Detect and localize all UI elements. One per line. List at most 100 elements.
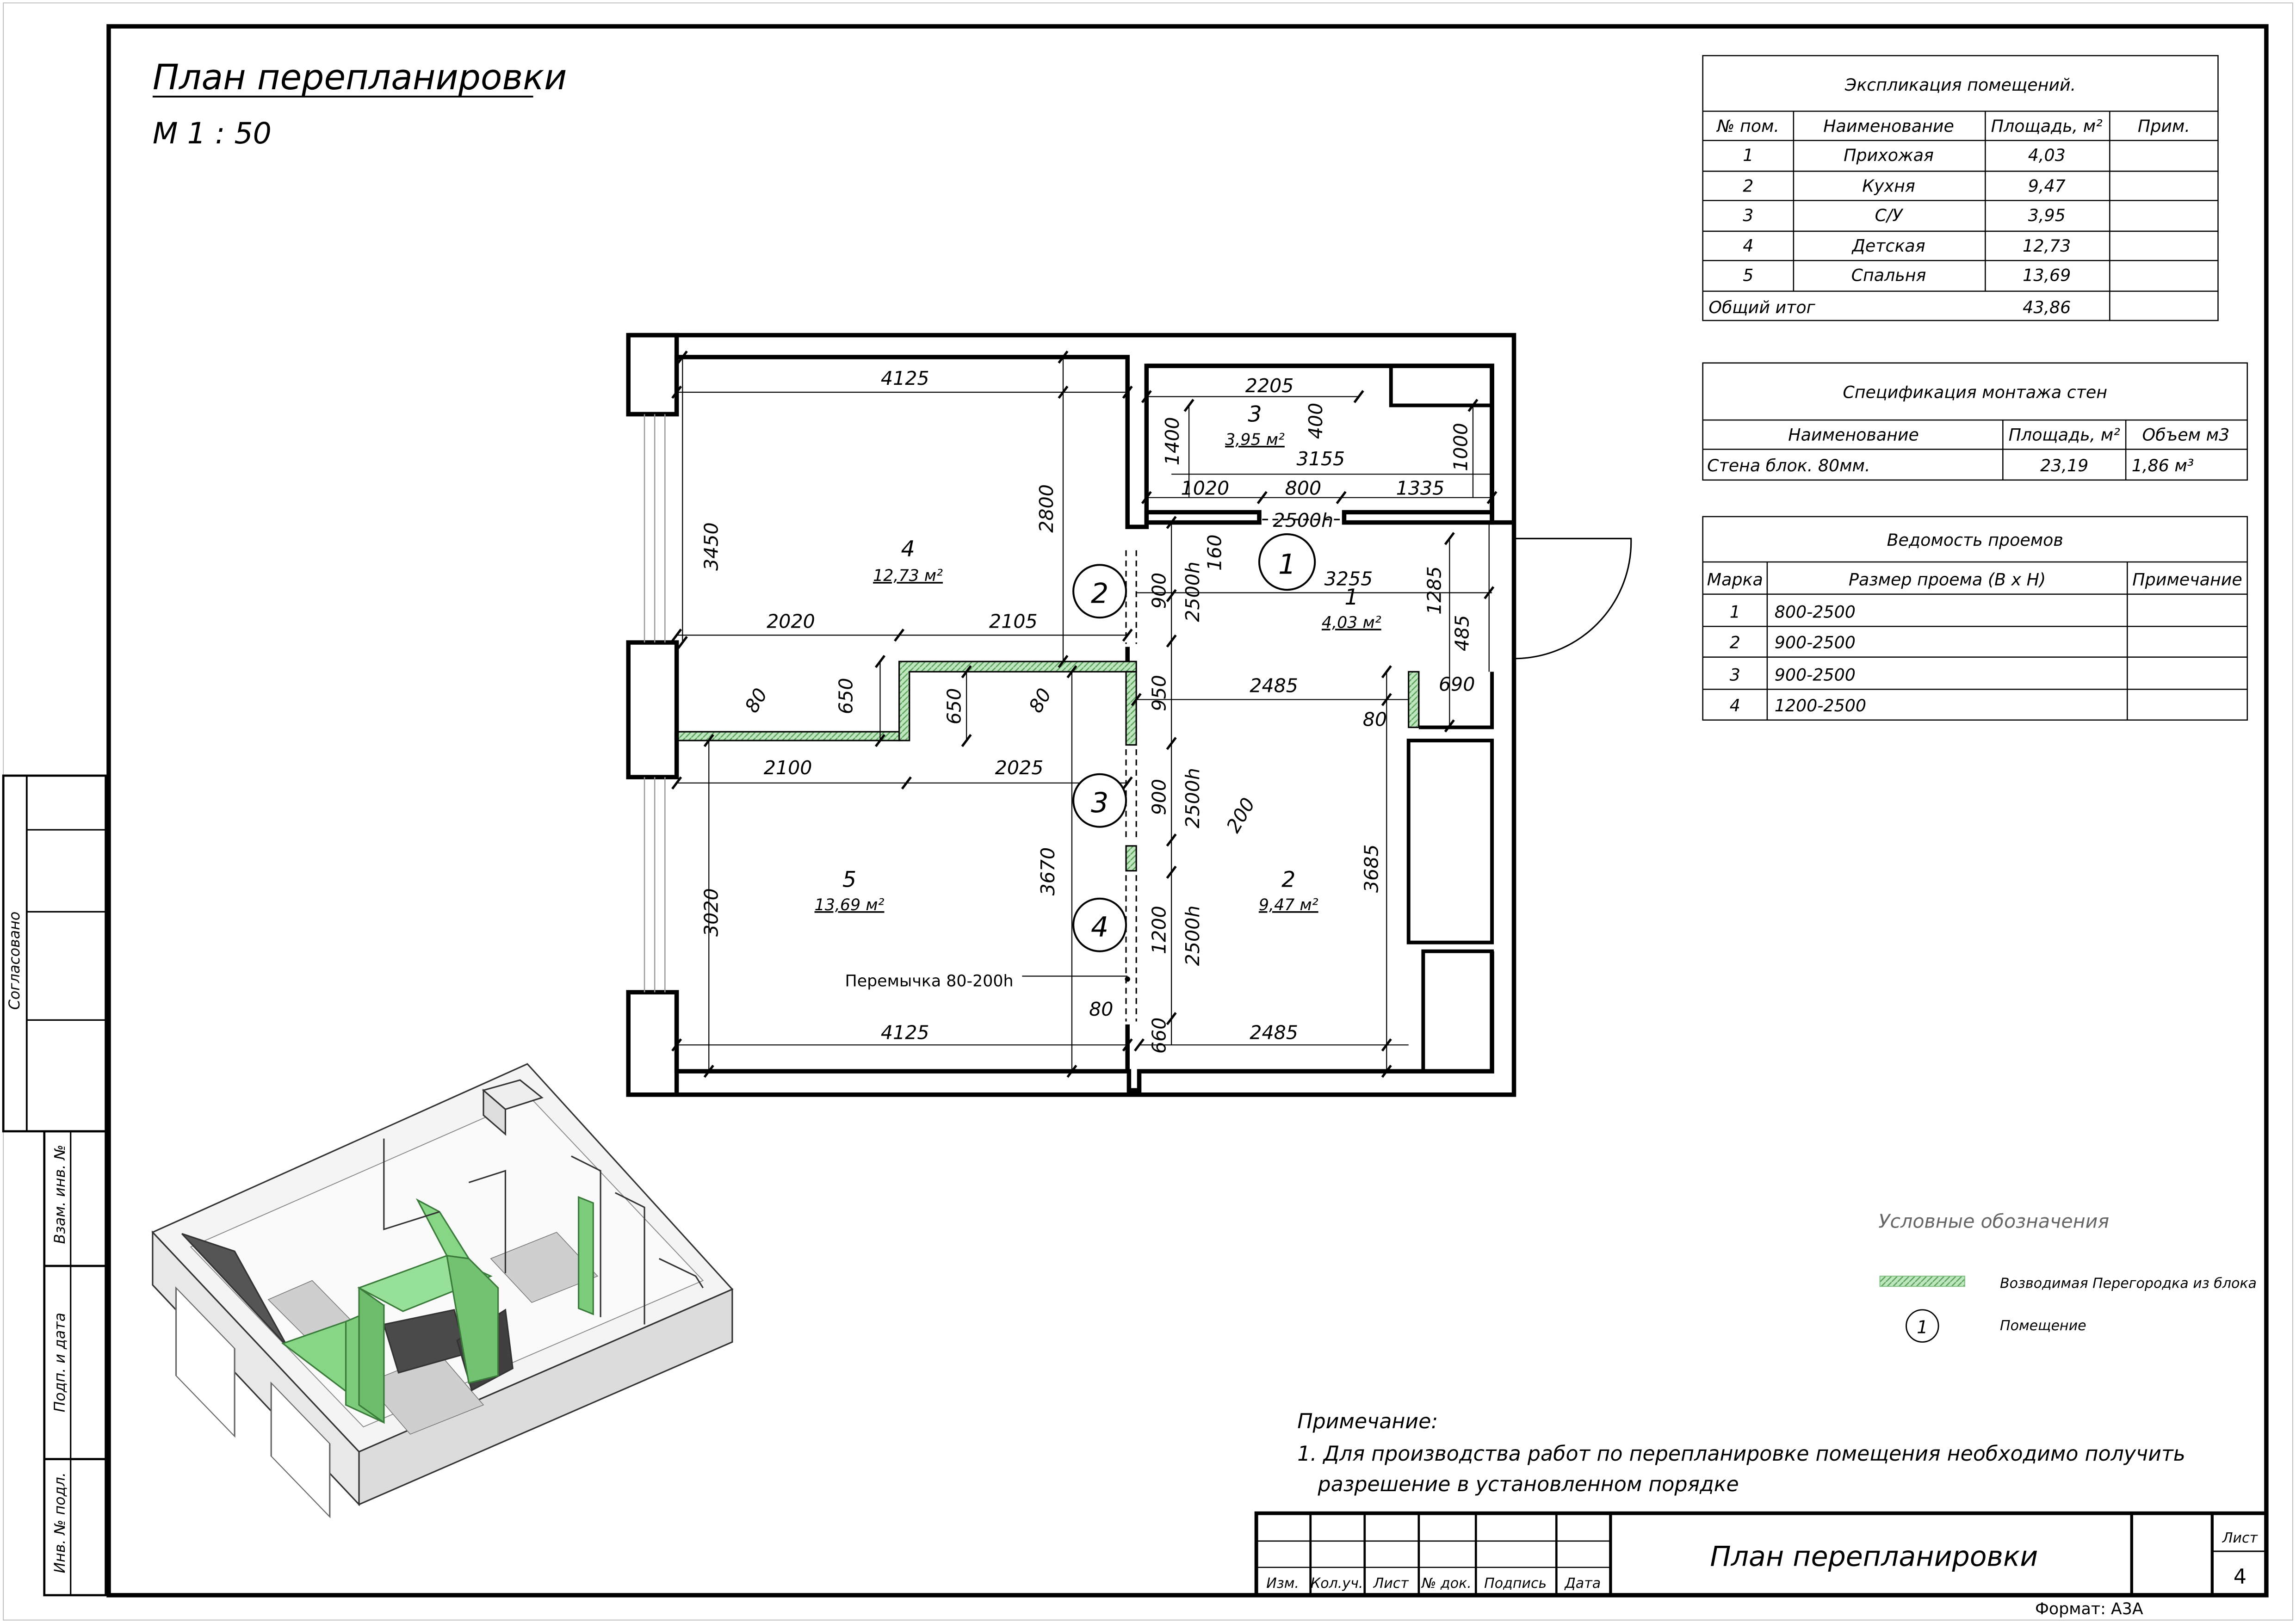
svg-text:1285: 1285 <box>1423 566 1445 615</box>
svg-text:Площадь, м²: Площадь, м² <box>2009 425 2120 444</box>
side-label-replace-inv: Взам. инв. № <box>52 1145 68 1244</box>
svg-text:650: 650 <box>835 678 857 715</box>
window-left-top <box>644 414 666 643</box>
svg-text:2500h: 2500h <box>1182 768 1204 828</box>
svg-text:Объем м3: Объем м3 <box>2142 425 2229 444</box>
dimension-lines <box>676 357 1492 1072</box>
svg-text:80: 80 <box>741 685 772 716</box>
svg-text:900-2500: 900-2500 <box>1775 633 1856 653</box>
svg-text:2025: 2025 <box>995 757 1044 779</box>
drawing-frame <box>106 24 2269 1598</box>
lintel-label: Перемычка 80-200h <box>845 972 1014 991</box>
svg-text:Кухня: Кухня <box>1862 176 1915 196</box>
svg-text:3670: 3670 <box>1037 847 1059 896</box>
svg-text:№ пом.: № пом. <box>1716 116 1779 136</box>
room-1-area: 4,03 м² <box>1322 613 1381 632</box>
room-1-number: 1 <box>1344 585 1358 610</box>
svg-text:Наименование: Наименование <box>1823 116 1954 136</box>
svg-text:3450: 3450 <box>700 522 722 571</box>
svg-text:2105: 2105 <box>989 610 1038 632</box>
partition-new-2 <box>1125 671 1137 746</box>
svg-text:Изм.: Изм. <box>1266 1575 1299 1592</box>
door-mark-1: 1 <box>1258 533 1316 591</box>
note-line-2: разрешение в установленном порядке <box>1318 1473 1739 1496</box>
room-5-area: 13,69 м² <box>815 896 885 914</box>
wall-pier-top <box>626 333 679 417</box>
svg-text:2500h: 2500h <box>1182 906 1204 966</box>
format-label: Формат: А3А <box>2035 1600 2143 1618</box>
svg-text:2800: 2800 <box>1035 484 1058 533</box>
entrance-door-swing <box>1514 537 1632 660</box>
svg-text:900: 900 <box>1148 779 1170 815</box>
svg-text:4: 4 <box>1091 911 1108 944</box>
page-title: План перепланировки <box>153 57 567 98</box>
title-block <box>1254 1511 2268 1597</box>
svg-text:2500h: 2500h <box>1182 562 1204 622</box>
partition-new-3 <box>1125 845 1137 872</box>
legend-partition-label: Возводимая Перегородка из блока <box>2000 1275 2257 1291</box>
svg-text:№ док.: № док. <box>1421 1575 1472 1592</box>
svg-text:3255: 3255 <box>1324 568 1373 590</box>
side-label-inv-number: Инв. № подл. <box>52 1472 68 1573</box>
svg-text:200: 200 <box>1222 794 1260 837</box>
sheet-label: Лист <box>2222 1530 2259 1546</box>
svg-text:3,95: 3,95 <box>2028 205 2066 225</box>
svg-text:1200-2500: 1200-2500 <box>1775 696 1866 716</box>
svg-text:950: 950 <box>1148 675 1170 711</box>
walls-spec-text: Спецификация монтажа стен Наименование П… <box>1707 383 2229 475</box>
svg-text:650: 650 <box>943 688 965 725</box>
openings-text: Ведомость проемов Марка Размер проема (В… <box>1707 530 2242 716</box>
kitchen-counter <box>1406 739 1494 944</box>
svg-text:160: 160 <box>1204 535 1226 571</box>
svg-text:Ведомость проемов: Ведомость проемов <box>1887 530 2063 550</box>
svg-text:1020: 1020 <box>1181 477 1230 499</box>
svg-text:4,03: 4,03 <box>2028 145 2066 165</box>
svg-text:1400: 1400 <box>1161 417 1183 466</box>
svg-text:400: 400 <box>1305 403 1327 439</box>
svg-text:Площадь, м²: Площадь, м² <box>1991 116 2103 136</box>
svg-text:Прихожая: Прихожая <box>1844 145 1934 165</box>
svg-text:80: 80 <box>1089 998 1113 1020</box>
svg-text:Дата: Дата <box>1564 1575 1601 1592</box>
svg-text:690: 690 <box>1439 673 1475 695</box>
svg-text:Примечание: Примечание <box>2132 570 2242 590</box>
floor-plan <box>626 333 1632 1097</box>
legend-room-symbol <box>1906 1309 1939 1343</box>
svg-text:4125: 4125 <box>881 367 929 389</box>
legend-room-symbol-number: 1 <box>1917 1317 1928 1338</box>
svg-text:Общий итог: Общий итог <box>1708 297 1815 317</box>
svg-text:С/У: С/У <box>1875 205 1904 225</box>
side-stamp <box>2 774 107 1597</box>
bathroom-fixture <box>1389 364 1494 407</box>
note-title: Примечание: <box>1297 1410 1438 1433</box>
svg-text:1: 1 <box>1743 145 1753 165</box>
svg-text:2485: 2485 <box>1250 675 1298 697</box>
title-block-title: План перепланировки <box>1710 1541 2038 1573</box>
svg-text:3: 3 <box>1730 665 1740 685</box>
title-block-headers: Изм. Кол.уч. Лист № док. Подпись Дата <box>1266 1575 1601 1592</box>
svg-text:Лист: Лист <box>1373 1575 1410 1592</box>
svg-text:1,86 м³: 1,86 м³ <box>2132 456 2194 475</box>
svg-text:1000: 1000 <box>1449 423 1472 471</box>
door-mark-4: 4 <box>1072 897 1127 952</box>
svg-text:Спальня: Спальня <box>1851 265 1926 285</box>
svg-text:43,86: 43,86 <box>2023 297 2071 317</box>
svg-text:3: 3 <box>1743 205 1753 225</box>
svg-text:Прим.: Прим. <box>2138 116 2190 136</box>
legend-room-label: Помещение <box>2000 1318 2086 1334</box>
room-5-number: 5 <box>842 867 856 892</box>
svg-text:12,73: 12,73 <box>2023 236 2071 256</box>
svg-text:Экспликация помещений.: Экспликация помещений. <box>1844 75 2076 95</box>
svg-text:2020: 2020 <box>767 610 815 632</box>
door-mark-2: 2 <box>1072 564 1127 619</box>
svg-text:800: 800 <box>1285 477 1322 499</box>
svg-text:2: 2 <box>1091 578 1108 610</box>
door-mark-3: 3 <box>1072 773 1127 828</box>
partition-new-1 <box>898 660 1137 741</box>
room-4-number: 4 <box>901 536 915 562</box>
svg-text:Кол.уч.: Кол.уч. <box>1311 1575 1363 1592</box>
svg-text:900: 900 <box>1148 573 1170 609</box>
svg-text:3155: 3155 <box>1297 448 1345 470</box>
svg-text:1200: 1200 <box>1148 906 1170 954</box>
